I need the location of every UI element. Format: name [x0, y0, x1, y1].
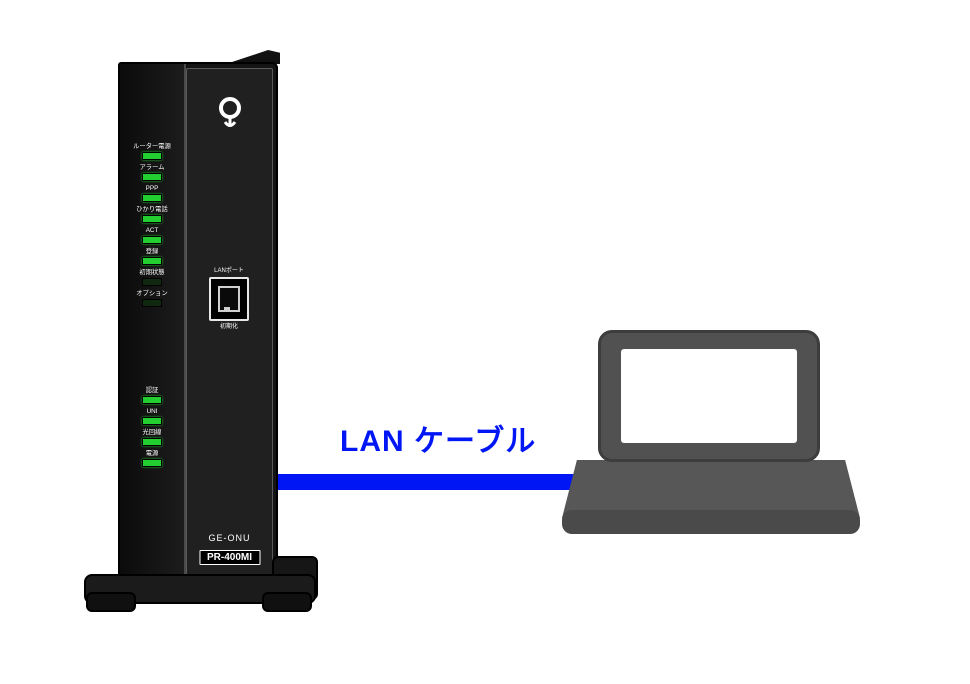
led-label: アラーム — [139, 164, 165, 171]
led-row: オプション — [120, 289, 184, 307]
led-row: ひかり電話 — [120, 205, 184, 223]
led-group-line: 認証 UNI 光回線 電源 — [120, 386, 184, 470]
led-indicator — [142, 278, 162, 286]
led-row: アラーム — [120, 163, 184, 181]
led-indicator — [142, 152, 162, 160]
onu-device: ルーター電源 アラーム PPP ひかり電話 ACT 登録 — [118, 62, 278, 584]
led-label: ひかり電話 — [136, 206, 168, 213]
led-row: ルーター電源 — [120, 142, 184, 160]
led-row: 認証 — [120, 386, 184, 404]
onu-front-panel: LANポート 初期化 GE-ONU PR-400MI — [186, 68, 273, 578]
led-indicator — [142, 194, 162, 202]
led-row: PPP — [120, 184, 184, 202]
laptop-display — [621, 349, 797, 443]
laptop-base — [562, 460, 860, 518]
led-indicator — [142, 257, 162, 265]
led-row: ACT — [120, 226, 184, 244]
lan-cable-line — [278, 474, 650, 490]
lan-port-label: LANポート — [214, 268, 244, 274]
led-label: 登録 — [145, 248, 159, 255]
led-label: オプション — [136, 290, 168, 297]
led-indicator — [142, 438, 162, 446]
led-indicator — [142, 396, 162, 404]
laptop-screen — [598, 330, 820, 462]
onu-led-panel: ルーター電源 アラーム PPP ひかり電話 ACT 登録 — [120, 64, 186, 582]
onu-foot-right — [262, 592, 312, 612]
lan-port[interactable] — [209, 277, 249, 321]
led-indicator — [142, 459, 162, 467]
onu-foot-left — [86, 592, 136, 612]
led-label: 電源 — [145, 450, 159, 457]
led-label: 初期状態 — [139, 269, 165, 276]
brand-logo-icon — [218, 97, 241, 127]
led-row: 初期状態 — [120, 268, 184, 286]
reset-label: 初期化 — [219, 324, 238, 330]
led-label: 光回線 — [142, 429, 162, 436]
led-label: PPP — [145, 185, 159, 192]
led-label: 認証 — [145, 387, 159, 394]
led-group-status: ルーター電源 アラーム PPP ひかり電話 ACT 登録 — [120, 142, 184, 310]
led-row: 光回線 — [120, 428, 184, 446]
led-label: UNI — [146, 408, 158, 415]
led-row: UNI — [120, 407, 184, 425]
lan-port-area: LANポート 初期化 — [205, 267, 253, 331]
rj45-jack-icon — [218, 286, 240, 312]
led-row: 登録 — [120, 247, 184, 265]
led-indicator — [142, 299, 162, 307]
model-name: GE-ONU — [208, 533, 251, 543]
lan-cable-label: LAN ケーブル — [340, 425, 537, 458]
led-label: ルーター電源 — [133, 143, 171, 150]
laptop-base-bottom — [562, 510, 860, 534]
led-indicator — [142, 215, 162, 223]
led-indicator — [142, 173, 162, 181]
model-number-badge: PR-400MI — [198, 550, 261, 565]
led-indicator — [142, 236, 162, 244]
led-indicator — [142, 417, 162, 425]
led-label: ACT — [145, 227, 159, 234]
led-row: 電源 — [120, 449, 184, 467]
